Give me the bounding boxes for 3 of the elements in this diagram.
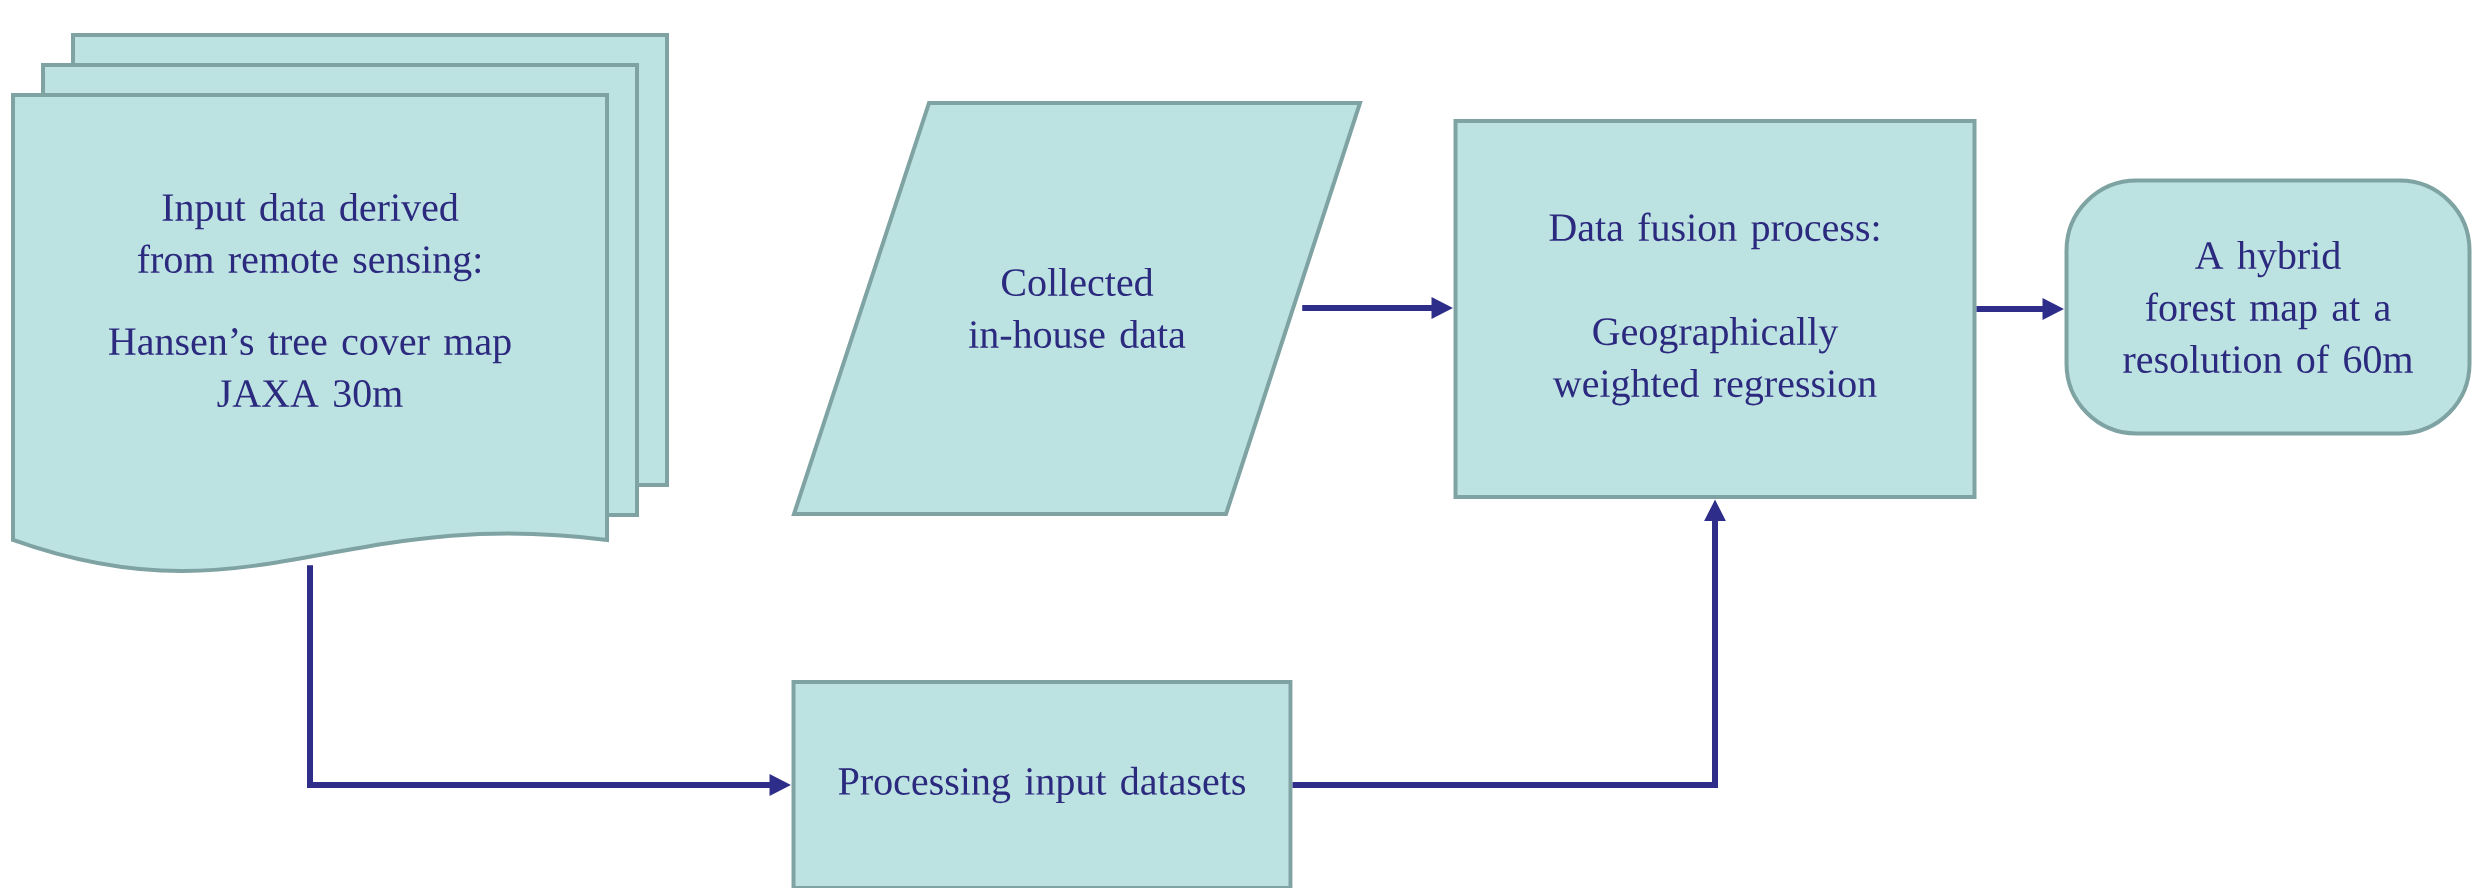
process-box: Processing input datasets	[791, 680, 1293, 888]
process-box: Data fusion process: Geographically weighted regression	[1453, 119, 1977, 499]
document-stack: Input data derived from remote sensing: Hansen’s tree cover map JAXA 30m	[11, 33, 669, 573]
